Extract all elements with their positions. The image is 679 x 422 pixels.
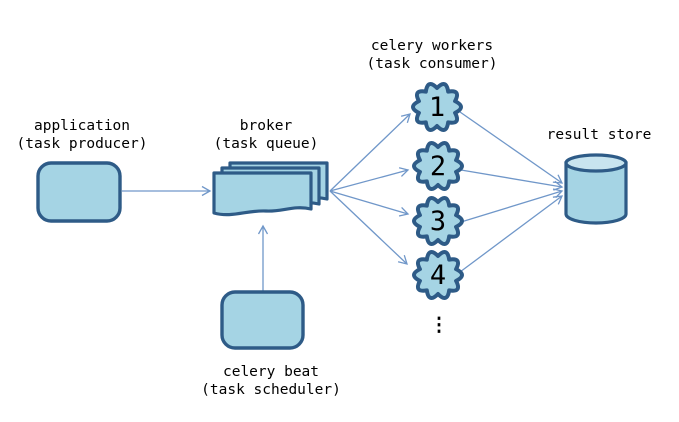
arrow-worker-1-to-result-store [459, 111, 564, 184]
application-label-line2: (task producer) [17, 136, 148, 152]
broker-node: broker (task queue) [212, 118, 329, 217]
celery-beat-label-line2: (task scheduler) [201, 382, 341, 398]
celery-beat-shape [220, 290, 305, 350]
application-shape [36, 161, 122, 223]
arrow-broker-to-worker-2 [329, 167, 410, 192]
worker-2-number: 2 [430, 151, 446, 182]
celery-workers-group: celery workers (task consumer) 1 2 3 4 ⋮ [367, 38, 498, 336]
arrow-worker-4-to-result-store [459, 195, 564, 273]
worker-1-badge: 1 [411, 82, 463, 132]
worker-2-seal-shape [412, 141, 464, 191]
worker-3-seal-shape [412, 196, 464, 246]
worker-3-number: 3 [430, 206, 446, 237]
workers-label-line1: celery workers [371, 38, 493, 54]
arrow-broker-to-worker-3 [329, 190, 410, 217]
worker-4-badge: 4 [412, 250, 464, 300]
broker-label-line1: broker [240, 118, 293, 134]
worker-1-seal-shape [411, 82, 463, 132]
application-label-line1: application [34, 118, 130, 134]
worker-3-badge: 3 [412, 196, 464, 246]
result-store-label: result store [547, 127, 652, 143]
workers-more-ellipsis: ⋮ [430, 314, 449, 336]
broker-label-line2: (task queue) [214, 136, 319, 152]
celery-beat-label-line1: celery beat [223, 364, 319, 380]
result-store-cylinder-top [564, 153, 628, 173]
arrow-broker-to-worker-1 [329, 113, 411, 192]
arrow-worker-2-to-result-store [460, 169, 564, 191]
celery-beat-node: celery beat (task scheduler) [201, 290, 341, 398]
workers-label-line2: (task consumer) [367, 56, 498, 72]
arrow-worker-3-to-result-store [460, 188, 564, 223]
worker-4-seal-shape [412, 250, 464, 300]
worker-1-number: 1 [429, 92, 445, 123]
arrow-broker-to-worker-4 [329, 190, 408, 265]
broker-queue-sheet-front [212, 171, 313, 217]
result-store-cylinder-body [564, 161, 628, 225]
connectors [122, 111, 564, 291]
result-store-node: result store [547, 127, 652, 225]
worker-4-number: 4 [430, 260, 446, 291]
worker-2-badge: 2 [412, 141, 464, 191]
application-node: application (task producer) [17, 118, 148, 223]
